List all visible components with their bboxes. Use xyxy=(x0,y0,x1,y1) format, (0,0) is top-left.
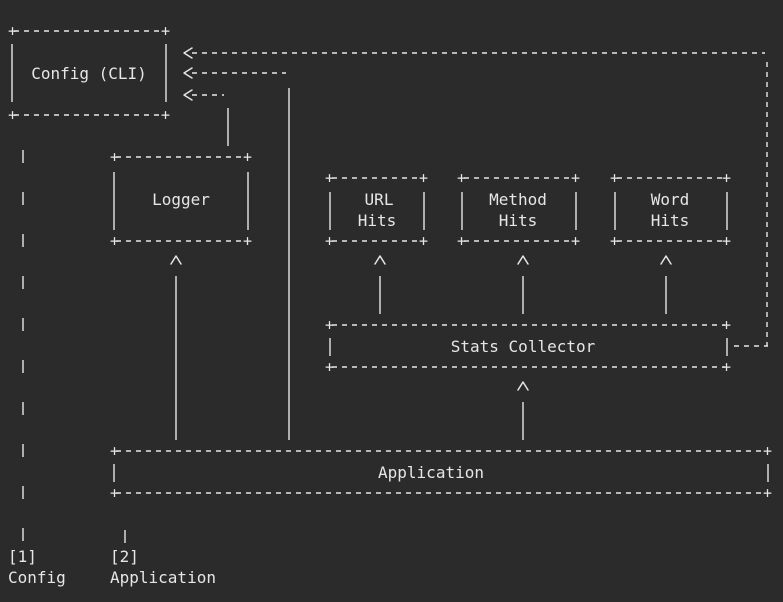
svg-text:+: + xyxy=(610,169,619,187)
legend: [1] Config [2] Application xyxy=(8,547,216,587)
svg-text:+: + xyxy=(325,358,334,376)
word-hits-box: + + + + Word Hits xyxy=(610,169,731,250)
logger-link xyxy=(170,255,182,440)
legend-label-2: Application xyxy=(110,568,216,587)
arrow-head-up-icon xyxy=(660,255,672,265)
svg-text:+: + xyxy=(325,169,334,187)
logger-box: + + + + Logger xyxy=(110,148,252,250)
application-label: Application xyxy=(378,463,484,482)
arrow-head-up-icon xyxy=(170,255,182,265)
method-hits-box: + + + + Method Hits xyxy=(457,169,580,250)
arrow-head-up-icon xyxy=(517,381,529,391)
url-hits-link xyxy=(374,255,386,314)
arrow-head-left-icon xyxy=(183,67,193,79)
svg-text:+: + xyxy=(763,484,772,502)
svg-text:+: + xyxy=(722,232,731,250)
svg-text:+: + xyxy=(8,106,17,124)
svg-text:+: + xyxy=(325,232,334,250)
legend-marker-2: [2] xyxy=(110,547,139,566)
svg-text:+: + xyxy=(763,442,772,460)
stats-collector-label: Stats Collector xyxy=(451,337,596,356)
config-label: Config (CLI) xyxy=(31,64,147,83)
url-hits-label-line1: URL xyxy=(365,190,394,209)
svg-text:+: + xyxy=(325,316,334,334)
svg-text:+: + xyxy=(610,232,619,250)
svg-text:+: + xyxy=(419,232,428,250)
arrow-head-up-icon xyxy=(517,255,529,265)
svg-text:+: + xyxy=(243,232,252,250)
word-hits-label-line1: Word xyxy=(651,190,690,209)
svg-text:+: + xyxy=(722,169,731,187)
method-hits-label-line2: Hits xyxy=(499,211,538,230)
stats-collector-link xyxy=(517,381,529,440)
config-input-arrows xyxy=(183,47,768,440)
legend-marker-1: [1] xyxy=(8,547,37,566)
svg-text:+: + xyxy=(243,148,252,166)
svg-text:+: + xyxy=(110,232,119,250)
svg-text:+: + xyxy=(8,22,17,40)
word-hits-label-line2: Hits xyxy=(651,211,690,230)
arrow-head-left-icon xyxy=(183,89,193,101)
arrow-head-up-icon xyxy=(374,255,386,265)
svg-text:+: + xyxy=(161,106,170,124)
url-hits-label-line2: Hits xyxy=(358,211,397,230)
svg-text:+: + xyxy=(110,484,119,502)
word-hits-link xyxy=(660,255,672,314)
svg-text:+: + xyxy=(571,232,580,250)
url-hits-box: + + + + URL Hits xyxy=(325,169,428,250)
svg-text:+: + xyxy=(722,358,731,376)
method-hits-link xyxy=(517,255,529,314)
svg-text:+: + xyxy=(457,232,466,250)
application-box: + + + + Application xyxy=(110,442,772,502)
svg-text:+: + xyxy=(419,169,428,187)
svg-text:+: + xyxy=(571,169,580,187)
logger-label: Logger xyxy=(152,190,210,209)
legend-label-1: Config xyxy=(8,568,66,587)
config-box: + + + + Config (CLI) xyxy=(8,22,170,124)
svg-text:+: + xyxy=(722,316,731,334)
arrow-head-left-icon xyxy=(183,47,193,59)
svg-text:+: + xyxy=(161,22,170,40)
stats-collector-box: + + + + Stats Collector xyxy=(325,316,768,376)
method-hits-label-line1: Method xyxy=(489,190,547,209)
svg-text:+: + xyxy=(110,442,119,460)
svg-text:+: + xyxy=(457,169,466,187)
svg-text:+: + xyxy=(110,148,119,166)
